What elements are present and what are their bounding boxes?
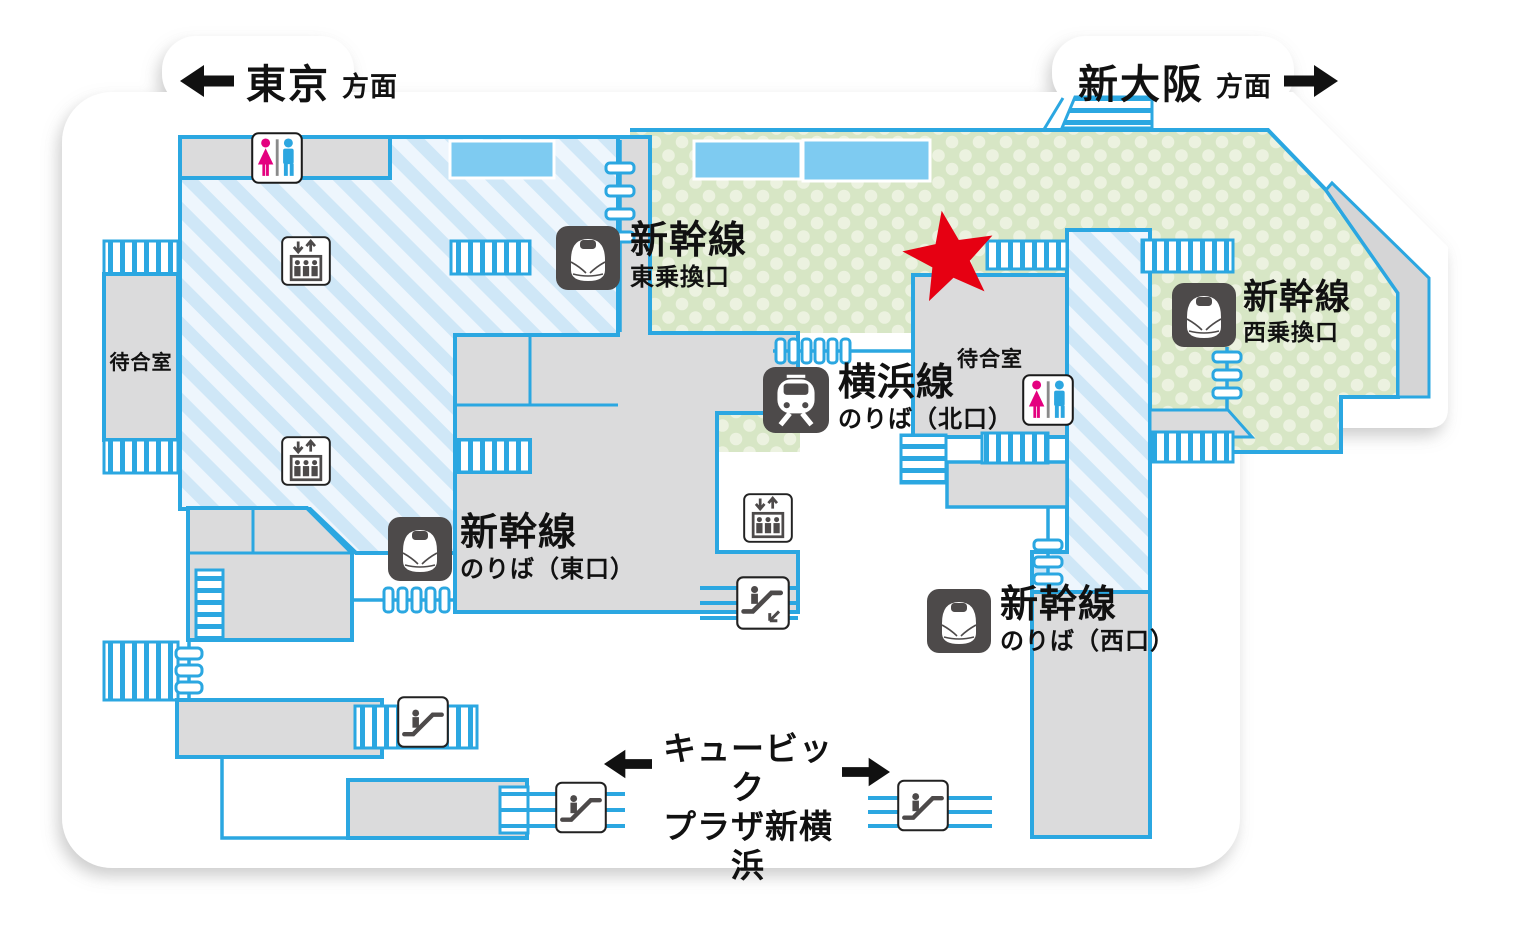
plaza-line1: キュービック: [663, 730, 833, 806]
label-title: 新幹線: [1243, 278, 1352, 317]
label-east-platform: 新幹線 のりば（東口）: [460, 514, 635, 582]
label-cubic-plaza: キュービック プラザ新横浜: [652, 730, 844, 886]
stairs[interactable]: [980, 431, 1050, 465]
path-line: [220, 757, 348, 840]
ticket-gate-lower-left[interactable]: [174, 640, 204, 700]
label-title: 新幹線: [1000, 584, 1118, 626]
local-train-icon: [763, 367, 829, 433]
elevator-icon[interactable]: [281, 436, 331, 486]
label-subtitle: 東乗換口: [630, 264, 730, 291]
ticket-gate-east-transfer[interactable]: [604, 140, 636, 332]
stairs[interactable]: [449, 239, 532, 276]
shinkansen-train-icon: [1172, 283, 1236, 347]
elevator-icon[interactable]: [281, 236, 331, 286]
stairs[interactable]: [1059, 95, 1154, 130]
edge-line: [1041, 97, 1065, 132]
ticket-gate-west-platform[interactable]: [1032, 507, 1064, 592]
stairs[interactable]: [194, 568, 225, 642]
building-divider: [188, 508, 352, 555]
corridor-lower-left: [175, 698, 384, 759]
escalator-icon[interactable]: [897, 779, 949, 832]
stairs[interactable]: [453, 438, 532, 474]
direction-tokyo: 東京 方面: [180, 52, 398, 110]
arrow-right-icon: [1284, 65, 1338, 97]
elevator-icon[interactable]: [743, 493, 793, 543]
stairs[interactable]: [899, 433, 948, 485]
label-title: 新幹線: [630, 220, 748, 262]
label-subtitle: のりば（北口）: [838, 406, 1013, 433]
waiting-room-left-box: [102, 272, 180, 442]
kiosk-box: [801, 138, 932, 183]
label-west-platform: 新幹線 のりば（西口）: [1000, 586, 1175, 654]
ramp-gray-band: [1324, 180, 1431, 399]
arrow-left-icon: [180, 65, 234, 97]
kiosk-box: [448, 139, 556, 180]
ticket-gate-west-transfer[interactable]: [1211, 347, 1243, 410]
arrow-left-icon: [604, 747, 652, 786]
label-yokohama-line: 横浜線 のりば（北口）: [838, 364, 1013, 432]
stairs[interactable]: [985, 239, 1069, 271]
arrow-right-icon: [842, 755, 890, 794]
label-subtitle: のりば（東口）: [460, 556, 635, 583]
direction-suffix: 方面: [1216, 71, 1272, 102]
label-subtitle: 西乗換口: [1243, 319, 1339, 345]
shinkansen-train-icon: [556, 226, 620, 290]
current-location-star: [895, 205, 1005, 315]
building-lower-left: [186, 506, 354, 642]
building-divider: [455, 335, 618, 407]
stairs[interactable]: [102, 438, 180, 475]
label-subtitle: のりば（西口）: [1000, 628, 1175, 655]
shinkansen-train-icon: [927, 589, 991, 653]
shinkansen-train-icon: [388, 517, 452, 581]
direction-suffix: 方面: [342, 71, 398, 102]
stairs[interactable]: [102, 239, 180, 276]
stairs[interactable]: [1151, 430, 1235, 464]
label-east-transfer: 新幹線 東乗換口: [630, 222, 747, 290]
ticket-gate-yokohama-north[interactable]: [773, 337, 913, 365]
escalator-icon[interactable]: [555, 781, 607, 834]
label-title: 新幹線: [460, 512, 578, 554]
direction-label: 新大阪: [1078, 63, 1204, 107]
escalator-down-icon[interactable]: [736, 576, 790, 630]
corridor-bottom: [346, 778, 529, 840]
label-waiting-room-right: 待合室: [957, 348, 1023, 371]
label-waiting-room-left: 待合室: [109, 352, 173, 374]
restroom-icon[interactable]: [1022, 373, 1074, 427]
restroom-icon[interactable]: [251, 132, 303, 184]
stairs[interactable]: [102, 640, 180, 702]
building-west-platform: [1030, 590, 1152, 839]
ticket-gate-east-platform[interactable]: [352, 586, 455, 614]
direction-label: 東京: [246, 63, 330, 107]
plaza-line2: プラザ新横浜: [663, 807, 833, 884]
stairs[interactable]: [1140, 238, 1235, 274]
kiosk-box: [692, 139, 803, 181]
label-title: 横浜線: [838, 362, 956, 404]
direction-shin-osaka: 新大阪 方面: [1078, 52, 1338, 110]
building-lobe: [945, 460, 1069, 509]
escalator-icon[interactable]: [397, 696, 449, 748]
building-west-strip: [1148, 408, 1256, 439]
label-west-transfer: 新幹線 西乗換口: [1243, 280, 1351, 344]
